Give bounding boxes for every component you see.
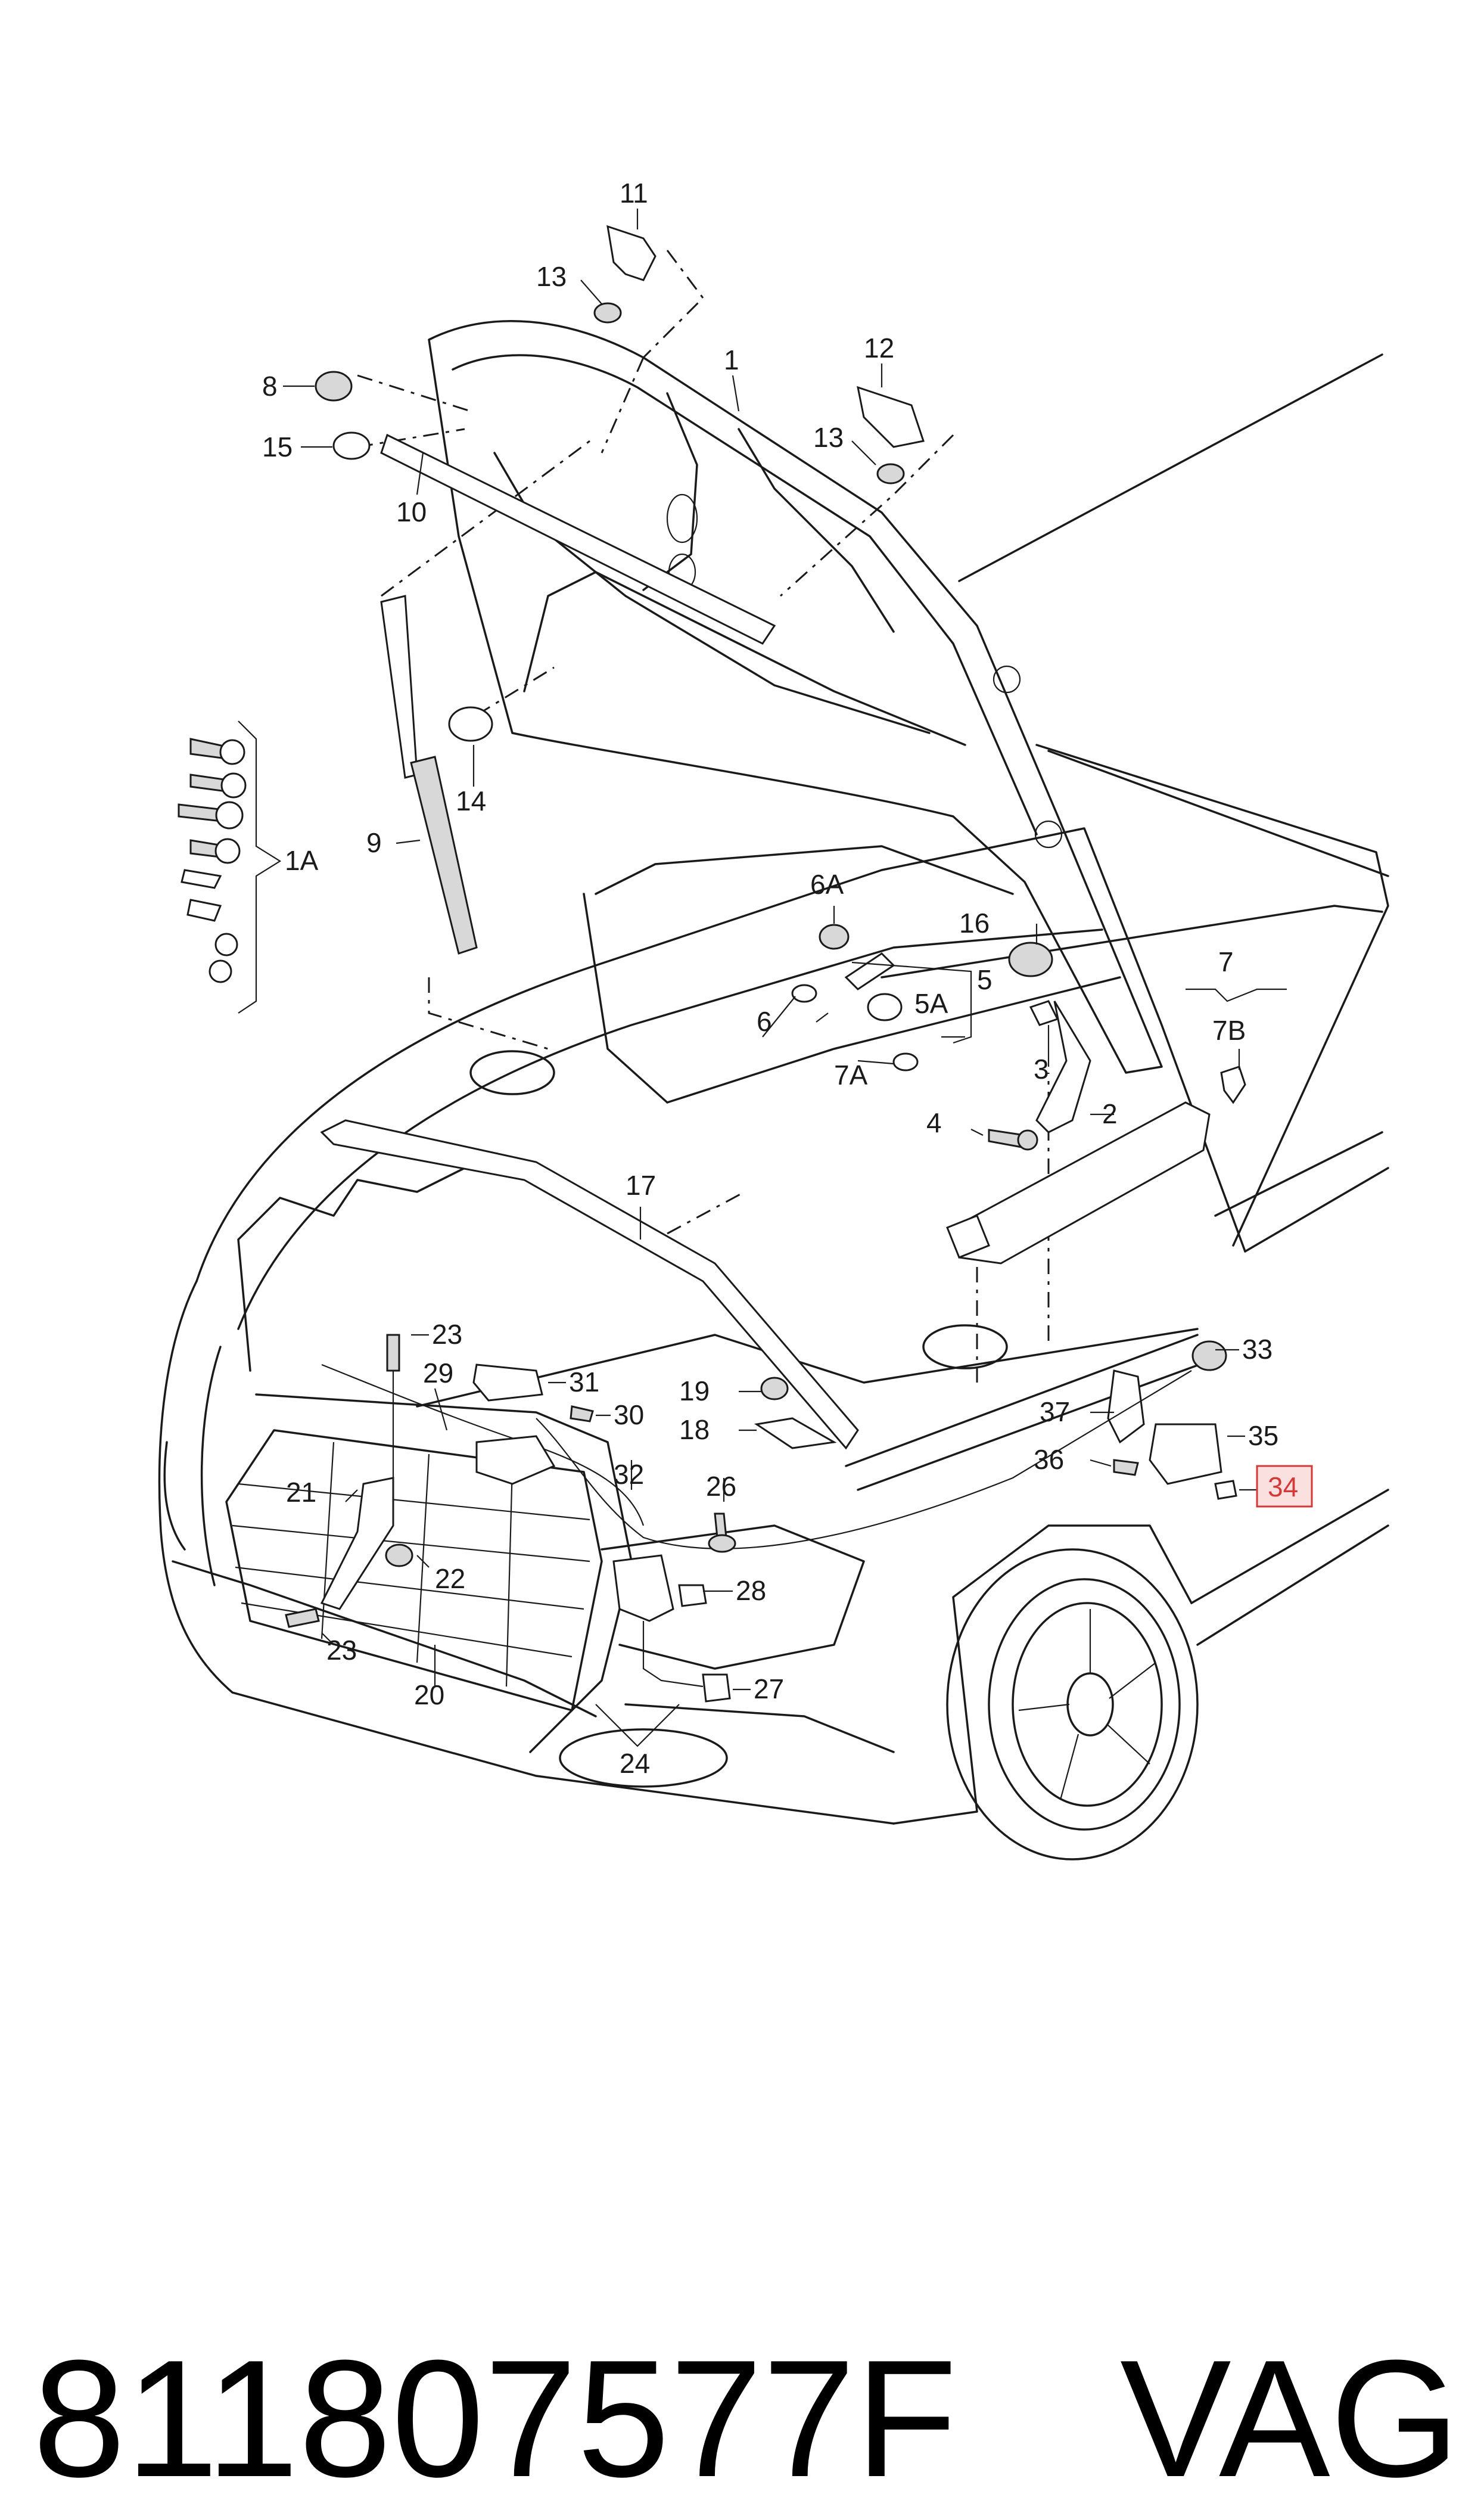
grommet-14 xyxy=(448,706,493,742)
callout-16: 16 xyxy=(959,908,990,939)
nut-6A xyxy=(819,924,850,950)
nut-13b xyxy=(876,463,905,484)
hinge-3 xyxy=(1029,1000,1059,1026)
callout-labels: 11 13 1 12 13 8 15 10 14 9 1A 6A 16 5 5A… xyxy=(262,178,1313,1779)
bolt-set-1A xyxy=(178,738,247,983)
callout-13a: 13 xyxy=(536,261,567,292)
callout-6A: 6A xyxy=(810,869,844,900)
clip-7B xyxy=(1220,1066,1246,1104)
nut-13 xyxy=(593,302,622,324)
callout-28: 28 xyxy=(736,1575,766,1606)
callout-23a: 23 xyxy=(432,1319,462,1350)
nut-19 xyxy=(760,1377,789,1400)
callout-34: 34 xyxy=(1268,1471,1298,1502)
callout-35: 35 xyxy=(1248,1420,1278,1451)
part-number: 811807577F xyxy=(33,2326,957,2512)
lever-35 xyxy=(1149,1423,1222,1485)
car-body-outline xyxy=(158,353,1389,1860)
callout-22: 22 xyxy=(435,1563,465,1594)
hood-lock-28 xyxy=(612,1554,674,1622)
callout-3: 3 xyxy=(1034,1054,1049,1085)
callout-1A: 1A xyxy=(285,845,319,876)
bolt-23b xyxy=(285,1608,320,1628)
callout-21: 21 xyxy=(286,1477,316,1508)
bolt-36 xyxy=(1113,1459,1139,1476)
highlight-box-34 xyxy=(1256,1465,1313,1508)
brand-label: VAG xyxy=(1120,2326,1460,2512)
callout-20: 20 xyxy=(414,1679,444,1710)
callout-5A: 5A xyxy=(914,988,948,1019)
seal-strip-17 xyxy=(320,1119,859,1450)
callout-6: 6 xyxy=(757,1006,772,1037)
callout-11: 11 xyxy=(620,178,648,209)
callout-7A: 7A xyxy=(834,1060,868,1091)
callout-26: 26 xyxy=(706,1471,736,1502)
callout-8: 8 xyxy=(262,371,278,402)
buffer-8 xyxy=(315,371,353,402)
seal-strip-10 xyxy=(380,433,776,645)
callout-36: 36 xyxy=(1034,1444,1064,1475)
callout-13b: 13 xyxy=(813,422,844,453)
callout-15: 15 xyxy=(262,431,293,462)
seal-15 xyxy=(332,431,371,460)
callout-7: 7 xyxy=(1218,946,1234,977)
hood-panel xyxy=(428,320,1163,1074)
callout-19: 19 xyxy=(679,1375,710,1406)
bracket-31 xyxy=(472,1363,543,1402)
hood-rest-7 xyxy=(952,1101,1211,1265)
bracket-21 xyxy=(320,1477,394,1610)
clip-5A xyxy=(867,993,903,1021)
hood-hinge-2 xyxy=(1035,1001,1091,1133)
callout-29: 29 xyxy=(423,1358,453,1389)
callout-1: 1 xyxy=(724,344,739,375)
hood-lock-bracket-11 xyxy=(606,225,657,281)
callout-32: 32 xyxy=(614,1459,644,1490)
callout-23b: 23 xyxy=(326,1635,357,1666)
callout-24: 24 xyxy=(620,1748,650,1779)
washer-6 xyxy=(791,984,817,1003)
callout-33: 33 xyxy=(1242,1334,1273,1365)
callout-27: 27 xyxy=(754,1673,784,1704)
callout-18: 18 xyxy=(679,1414,710,1445)
assembly-leader-lines xyxy=(357,250,1050,1383)
callout-14: 14 xyxy=(456,785,486,816)
gas-strut-9 xyxy=(380,595,418,779)
callout-leaders xyxy=(238,209,1287,1747)
grommet-33 xyxy=(1191,1340,1227,1371)
switch-27 xyxy=(702,1673,731,1703)
callout-4: 4 xyxy=(926,1107,942,1138)
callout-30: 30 xyxy=(614,1399,644,1430)
callout-12: 12 xyxy=(864,333,894,364)
hood-components xyxy=(178,225,1246,1703)
clip-34 xyxy=(1214,1480,1237,1500)
latch-29 xyxy=(475,1435,556,1485)
bolt-23a xyxy=(386,1334,400,1372)
callout-5: 5 xyxy=(977,964,993,995)
callout-31: 31 xyxy=(569,1366,599,1397)
release-cable-32 xyxy=(536,1370,1192,1549)
bracket-30 xyxy=(570,1405,594,1422)
callout-9: 9 xyxy=(366,827,382,858)
grommet-16 xyxy=(1008,942,1053,977)
callout-17: 17 xyxy=(626,1170,656,1201)
bracket-12 xyxy=(857,386,925,448)
release-handle-37 xyxy=(1107,1369,1145,1444)
washer-7A xyxy=(892,1052,919,1071)
bracket-18 xyxy=(754,1417,837,1449)
callout-2: 2 xyxy=(1102,1098,1118,1129)
callout-37: 37 xyxy=(1040,1396,1070,1427)
footer: 811807577F VAG xyxy=(33,2326,1460,2512)
callout-10: 10 xyxy=(396,496,427,527)
bolt-22 xyxy=(385,1543,413,1567)
callout-7B: 7B xyxy=(1212,1015,1246,1046)
